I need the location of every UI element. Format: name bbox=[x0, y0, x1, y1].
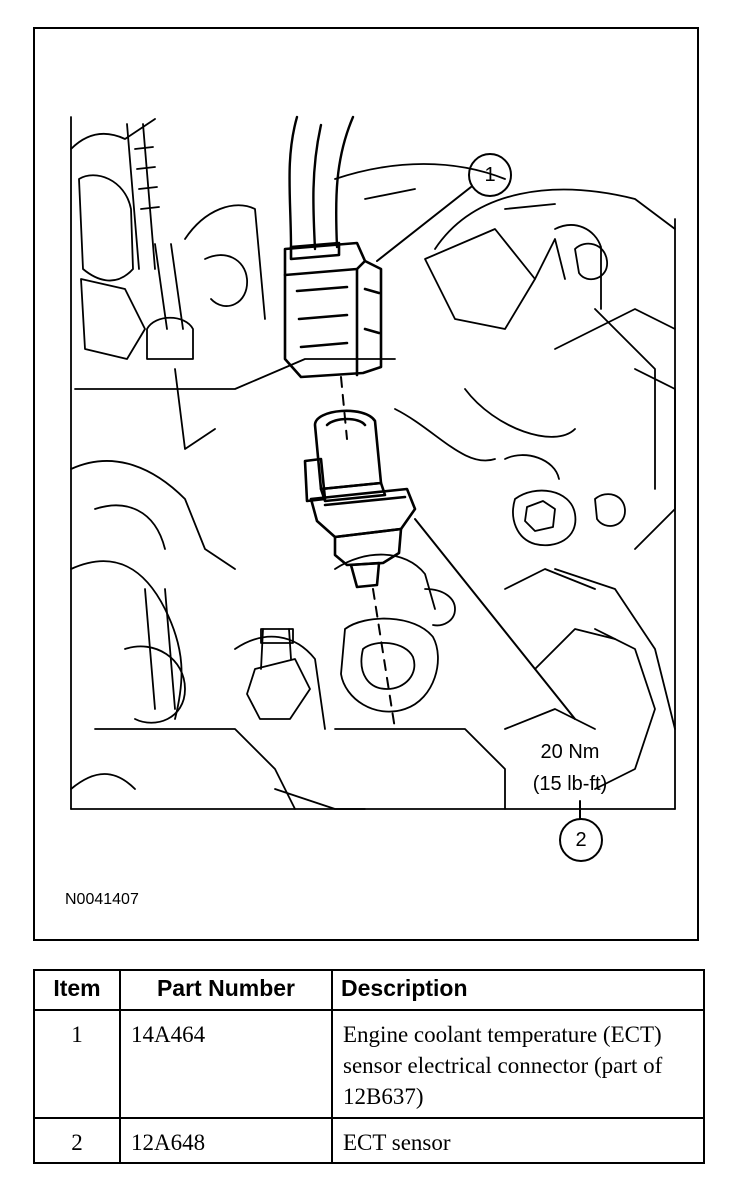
row-item: 2 bbox=[33, 1117, 121, 1164]
row-part-number: 14A464 bbox=[119, 1009, 333, 1119]
ect-sensor bbox=[303, 409, 417, 589]
callout-1-number: 1 bbox=[484, 164, 496, 186]
ect-electrical-connector bbox=[283, 241, 383, 379]
figure-id: N0041407 bbox=[65, 891, 139, 908]
figure-frame: 1 20 Nm (15 lb-ft) 2 N0041407 bbox=[33, 27, 699, 941]
callout-2-graphic bbox=[414, 518, 603, 862]
torque-spec-nm: 20 Nm bbox=[540, 741, 600, 763]
alignment-centerline bbox=[340, 376, 396, 730]
torque-spec-lbft: (15 lb-ft) bbox=[532, 773, 608, 795]
callout-1-graphic bbox=[376, 153, 512, 262]
table-header-row: Item Part Number Description bbox=[33, 969, 705, 1011]
table-row: 2 12A648 ECT sensor bbox=[33, 1117, 705, 1164]
parts-table: Item Part Number Description 1 14A464 En… bbox=[33, 969, 705, 1164]
row-item: 1 bbox=[33, 1009, 121, 1119]
row-part-number: 12A648 bbox=[119, 1117, 333, 1164]
engine-background-art bbox=[70, 116, 676, 810]
row-description: Engine coolant temperature (ECT) sensor … bbox=[331, 1009, 705, 1119]
row-description: ECT sensor bbox=[331, 1117, 705, 1164]
callout-2-number: 2 bbox=[575, 829, 587, 851]
table-row: 1 14A464 Engine coolant temperature (ECT… bbox=[33, 1009, 705, 1119]
header-item: Item bbox=[33, 969, 121, 1011]
header-description: Description bbox=[331, 969, 705, 1011]
header-part-number: Part Number bbox=[119, 969, 333, 1011]
harness-cable bbox=[288, 115, 355, 251]
ect-sensor-illustration bbox=[70, 115, 676, 862]
